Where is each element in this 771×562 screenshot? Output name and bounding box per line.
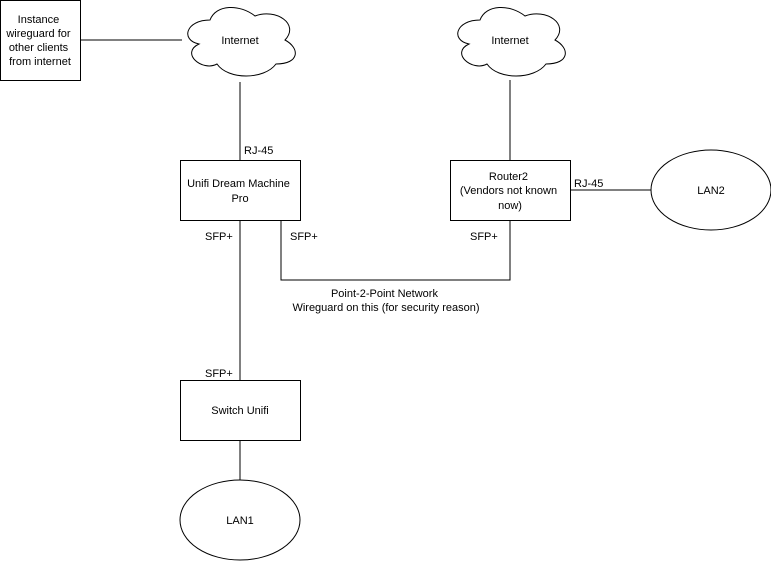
udm-rj45-label: RJ-45 <box>244 145 273 157</box>
lan2-node[interactable]: LAN2 <box>650 149 771 231</box>
instance-box <box>0 0 81 81</box>
router2-box <box>450 160 571 221</box>
router2-node[interactable]: Router2 (Vendors not known now) <box>450 160 571 221</box>
switch-sfp-label: SFP+ <box>205 368 233 380</box>
router2-sfp-label: SFP+ <box>470 231 498 243</box>
router2-rj45-label: RJ-45 <box>574 178 603 190</box>
switch-label: Switch Unifi <box>211 405 268 417</box>
router2-label: Router2 (Vendors not known now) <box>460 171 560 212</box>
edge-p2p-udm-router2 <box>280 220 511 281</box>
internet-2-label: Internet <box>491 35 528 47</box>
internet-cloud-1[interactable]: Internet <box>187 7 296 77</box>
cloud-icon <box>457 7 566 77</box>
lan1-label: LAN1 <box>226 515 254 527</box>
lan1-node[interactable]: LAN1 <box>179 479 301 561</box>
udm-box <box>180 160 301 221</box>
instance-label: Instance wireguard for other clients fro… <box>5 14 73 68</box>
internet-1-label: Internet <box>221 35 258 47</box>
internet-cloud-2[interactable]: Internet <box>457 7 566 77</box>
cloud-icon <box>187 7 296 77</box>
lan2-ellipse <box>650 149 771 231</box>
udm-pro-node[interactable]: Unifi Dream Machine Pro <box>180 160 301 221</box>
instance-wireguard-node[interactable]: Instance wireguard for other clients fro… <box>0 0 81 81</box>
udm-sfp-right-label: SFP+ <box>290 231 318 243</box>
switch-unifi-node[interactable]: Switch Unifi <box>180 380 301 441</box>
switch-box <box>180 380 301 441</box>
udm-label: Unifi Dream Machine Pro <box>187 178 293 205</box>
lan1-ellipse <box>179 479 301 561</box>
p2p-label: Point-2-Point Network Wireguard on this … <box>292 288 479 314</box>
lan2-label: LAN2 <box>697 185 725 197</box>
udm-sfp-left-label: SFP+ <box>205 231 233 243</box>
